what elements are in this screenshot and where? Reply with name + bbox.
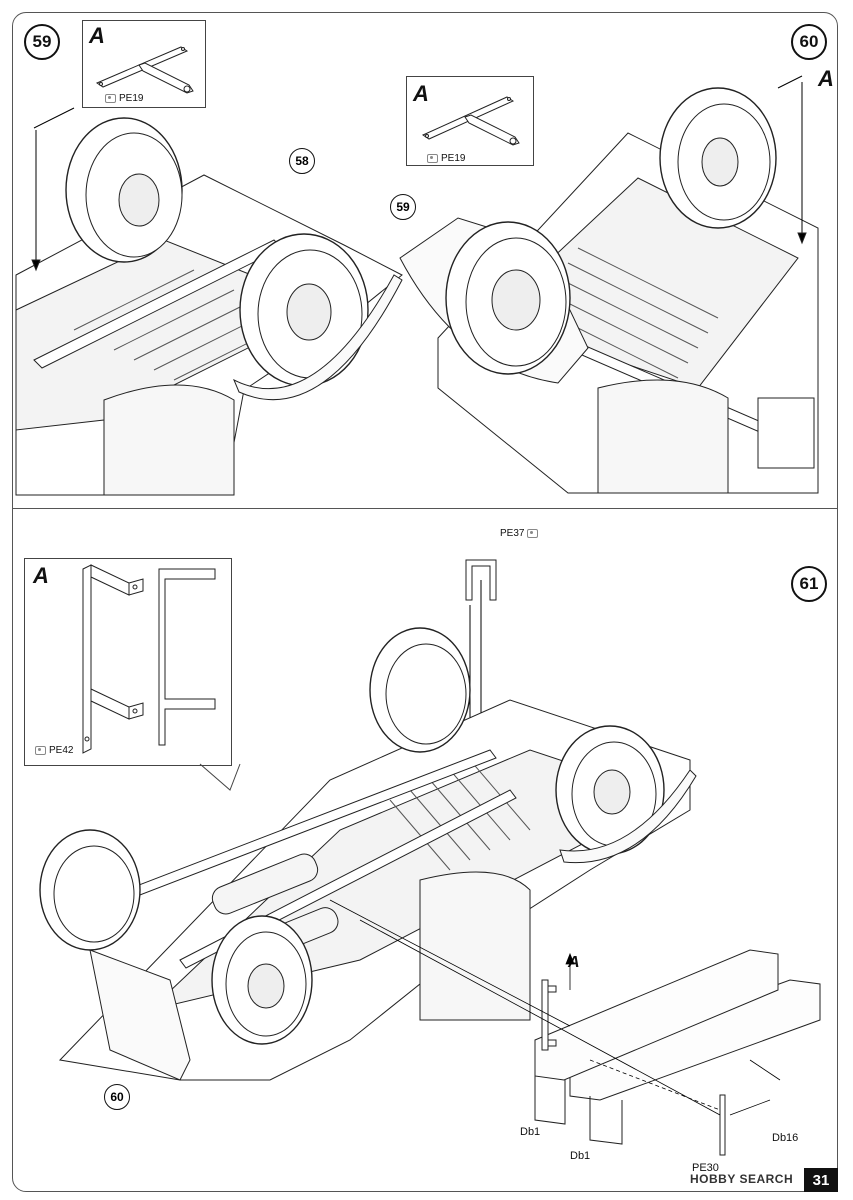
pe42-bracket-drawing <box>82 564 216 754</box>
step-60-callout-ref: 59 <box>390 194 416 220</box>
step-60-inset: A PE19 <box>406 76 534 166</box>
watermark: HOBBY SEARCH <box>690 1172 794 1186</box>
step-61-inset-letter: A <box>33 563 49 588</box>
photo-etch-icon <box>35 745 46 755</box>
step-61-badge: 61 <box>791 566 827 602</box>
step-60-inset-part-label: PE19 <box>427 153 465 164</box>
step-59-callout-ref: 58 <box>289 148 315 174</box>
db1-label-right: Db1 <box>570 1150 591 1162</box>
step-59-inset-part-label: PE19 <box>105 93 143 104</box>
step-59-inset: A PE19 <box>82 20 206 108</box>
step-60-chassis-drawing <box>399 75 819 494</box>
step-60-badge: 60 <box>791 24 827 60</box>
step-59-chassis-drawing <box>15 107 403 496</box>
step-60-arrow-letter: A <box>818 66 834 91</box>
photo-etch-icon <box>427 153 438 163</box>
page-border <box>12 12 838 1192</box>
pe19-bracket-drawing <box>95 46 194 94</box>
step-59-inset-letter: A <box>89 23 105 48</box>
db1-label-left: Db1 <box>520 1126 541 1138</box>
step-61-inset: A PE42 <box>24 558 232 766</box>
page-number: 31 <box>804 1168 838 1192</box>
panel-divider <box>13 508 837 509</box>
pe19-bracket-drawing <box>421 96 520 146</box>
step-61-inset-part-label: PE42 <box>35 745 73 756</box>
photo-etch-icon <box>105 93 116 103</box>
photo-etch-icon <box>527 528 539 538</box>
pe30-label: PE30 <box>692 1162 719 1174</box>
step-61-chassis-drawing <box>39 559 821 1156</box>
pe37-label: PE37 <box>500 528 541 539</box>
step-61-callout-ref: 60 <box>104 1084 130 1110</box>
step-59-badge: 59 <box>24 24 60 60</box>
db16-label: Db16 <box>772 1132 799 1144</box>
step-60-inset-letter: A <box>413 81 429 106</box>
